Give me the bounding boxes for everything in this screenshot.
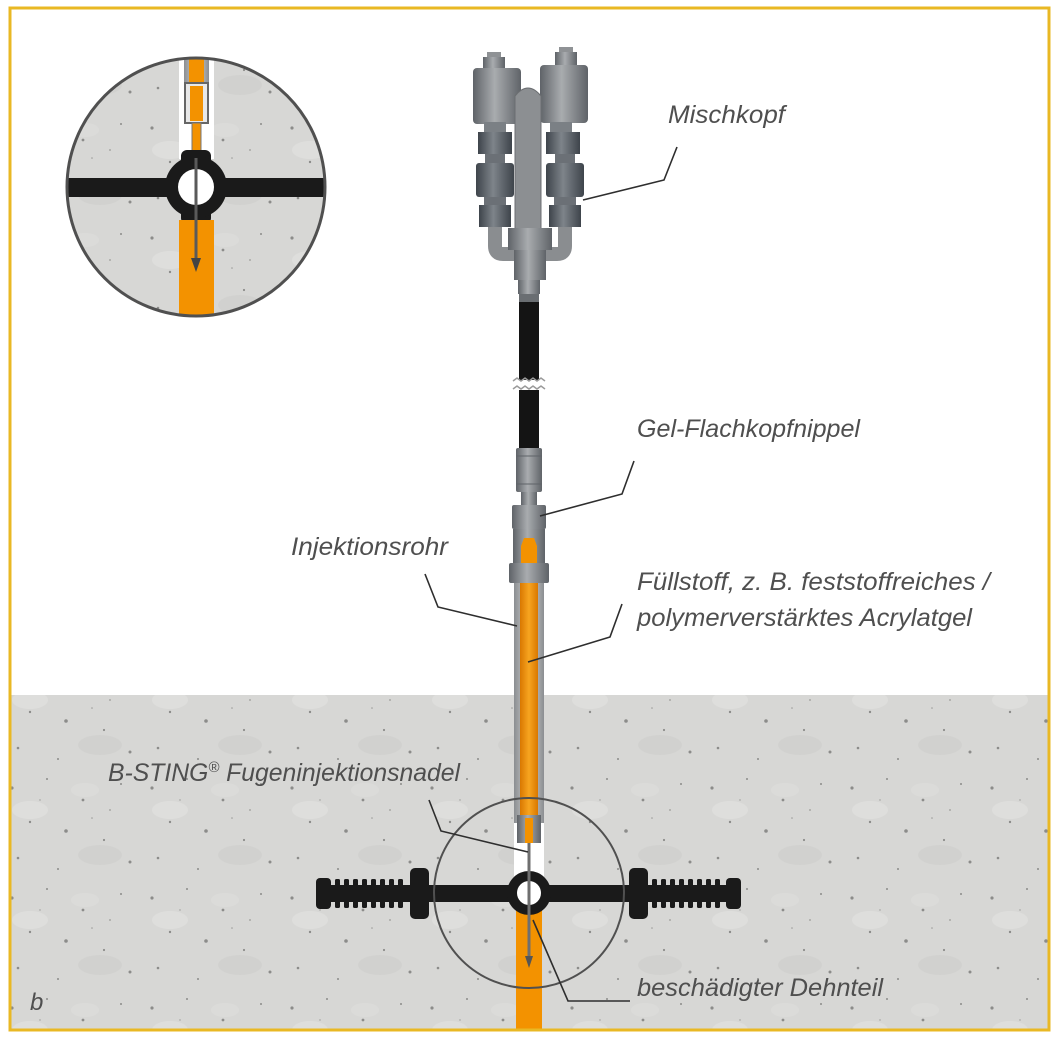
nipple-filler-cone xyxy=(521,538,537,563)
injection-tube xyxy=(514,583,544,843)
figure-letter: b xyxy=(30,989,43,1016)
leader-line-mischkopf xyxy=(582,146,678,201)
valve-neck xyxy=(554,197,576,205)
valve-neck xyxy=(484,197,506,205)
waterstop-tooth xyxy=(679,879,684,908)
mixing-head-block-left xyxy=(473,68,521,124)
waterstop-teeth xyxy=(335,879,720,908)
waterstop-tooth xyxy=(353,879,358,908)
valve-body xyxy=(476,163,514,197)
waterstop-tooth xyxy=(652,879,657,908)
mixing-head-bracket xyxy=(514,87,542,241)
detail-inset-content xyxy=(67,58,325,316)
hose-lower xyxy=(519,390,539,450)
mixing-head-block-right xyxy=(540,65,588,123)
waterstop-end-rib-right xyxy=(726,878,741,909)
waterstop-rib-right xyxy=(629,868,648,919)
detail-inset-border xyxy=(65,56,327,318)
valve-nut xyxy=(478,132,512,154)
mixing-head-nut-left xyxy=(483,57,505,70)
tube-end-filler xyxy=(525,818,533,843)
waterstop-tooth xyxy=(380,879,385,908)
label-fuellstoff-line1: Füllstoff, z. B. feststoffreiches / xyxy=(637,568,993,596)
leader-line-rohr xyxy=(424,573,518,627)
label-mischkopf: Mischkopf xyxy=(668,101,788,129)
leader-line-dehnteil xyxy=(532,919,630,1002)
needle-tip xyxy=(525,956,533,968)
mixing-head-outlet xyxy=(514,250,546,280)
waterstop-tooth xyxy=(697,879,702,908)
waterstop-tooth xyxy=(661,879,666,908)
flat-head-nipple xyxy=(509,505,549,583)
hose-collar xyxy=(519,294,539,302)
waterstop-rib-left xyxy=(410,868,429,919)
label-rohr: Injektionsrohr xyxy=(291,533,450,561)
label-nadel-suffix: Fugeninjektionsnadel xyxy=(219,759,461,787)
valve-elbow xyxy=(546,227,572,261)
leader-line-fuellstoff xyxy=(527,603,623,663)
hose-fitting xyxy=(516,448,542,492)
waterstop-tooth xyxy=(398,879,403,908)
valve-neck xyxy=(555,154,575,163)
image-frame xyxy=(8,6,1051,1032)
valve-elbow xyxy=(488,227,514,261)
waterstop-tooth xyxy=(344,879,349,908)
nipple-hex xyxy=(512,505,546,529)
mixing-head-tee xyxy=(508,228,552,250)
valve-body xyxy=(546,163,584,197)
label-nadel: B-STING® Fugeninjektionsnadel xyxy=(108,759,461,787)
label-nadel-prefix: B-STING xyxy=(108,759,208,787)
label-nadel-mark: ® xyxy=(208,759,220,776)
valve-nut xyxy=(546,132,580,154)
waterstop-end-rib-left xyxy=(316,878,331,909)
mixing-head-cap-left xyxy=(487,52,501,58)
filler-material-tube xyxy=(520,583,538,823)
waterstop-tooth xyxy=(371,879,376,908)
detail-circle xyxy=(433,797,625,989)
joint-needle xyxy=(525,843,533,968)
hose-break xyxy=(512,377,546,390)
label-nippel: Gel-Flachkopfnippel xyxy=(637,415,861,443)
valve-nut xyxy=(549,205,581,227)
leader-line-nadel xyxy=(428,799,529,853)
valve-nut xyxy=(479,205,511,227)
mixing-head-cap-right xyxy=(559,47,573,53)
waterstop-tooth xyxy=(335,879,340,908)
hose xyxy=(512,294,546,505)
hose-fitting-neck xyxy=(521,492,537,505)
waterstop-tooth xyxy=(688,879,693,908)
mixing-head-nut-right xyxy=(555,52,577,66)
waterstop-tooth xyxy=(715,879,720,908)
valve-stack-left xyxy=(476,122,514,261)
valve-collar xyxy=(484,122,506,132)
valve-stack-right xyxy=(546,122,584,261)
inset-fitting-filler xyxy=(190,86,203,121)
valve-collar xyxy=(550,122,572,132)
mixing-head xyxy=(473,47,588,294)
waterstop-tooth xyxy=(706,879,711,908)
leader-line-nippel xyxy=(539,460,635,517)
inset-needle-tip xyxy=(191,258,201,272)
valve-neck xyxy=(485,154,505,163)
mixing-head-fitting xyxy=(518,280,540,294)
waterstop-tooth xyxy=(389,879,394,908)
detail-inset xyxy=(65,56,327,318)
waterstop-tooth xyxy=(362,879,367,908)
hose-upper xyxy=(519,294,539,380)
label-fuellstoff-line2: polymerverstärktes Acrylatgel xyxy=(636,604,974,632)
inset-tube-filler xyxy=(189,58,204,83)
label-dehnteil: beschädigter Dehnteil xyxy=(637,974,884,1002)
waterstop-tooth xyxy=(670,879,675,908)
tube-nut xyxy=(509,563,549,583)
waterstop xyxy=(316,868,741,919)
